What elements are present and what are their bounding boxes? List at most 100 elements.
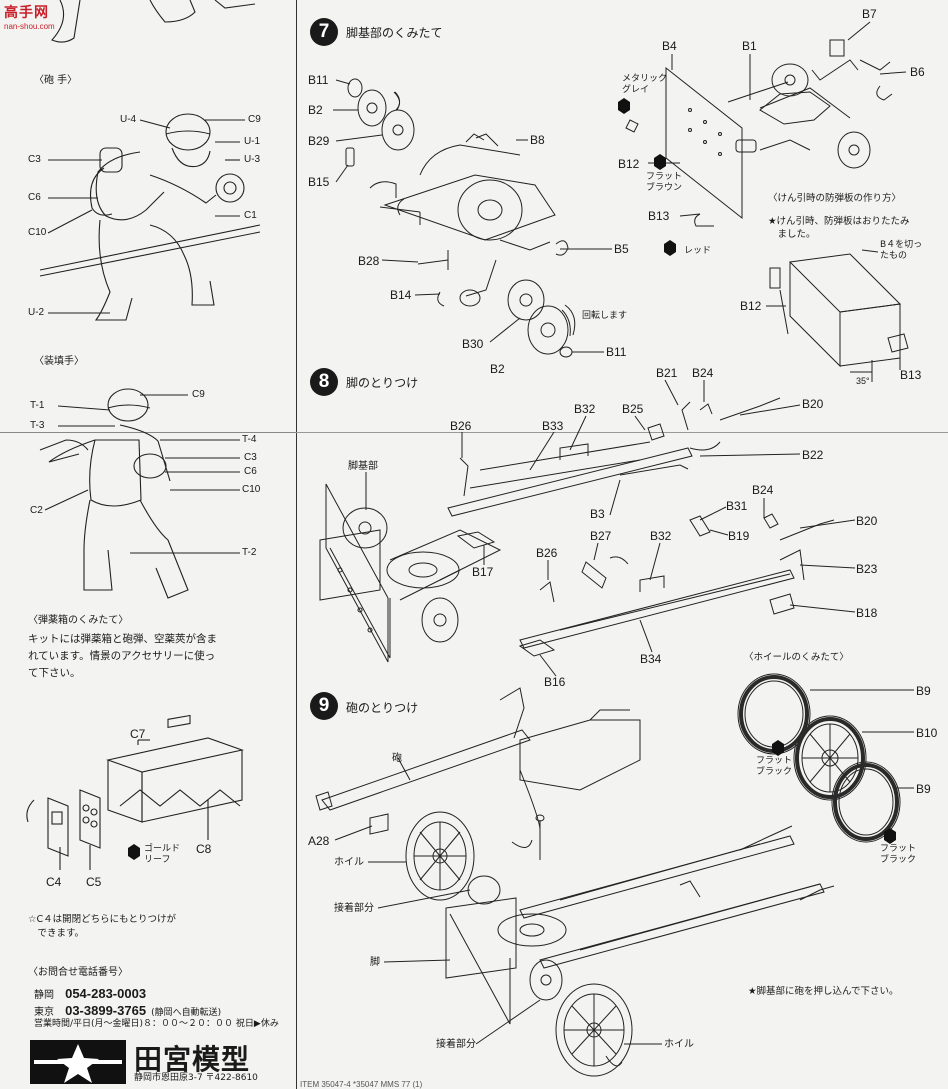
step9-label-joint: 接着部分: [334, 903, 374, 914]
step9-label-a28: A28: [308, 834, 330, 848]
gunner-label-c6: C6: [28, 192, 41, 203]
step8-label-b21: B21: [656, 366, 678, 380]
tamiya-logo-graphic: [30, 1040, 126, 1084]
loader-label-c6: C6: [244, 466, 257, 477]
step7-label-b12: B12: [618, 157, 640, 171]
step7-title: 脚基部のくみたて: [346, 26, 443, 40]
loader-label-t4: T-4: [242, 434, 257, 445]
step7-label-b4: B4: [662, 39, 677, 53]
loader-heading: 〈装填手〉: [34, 356, 84, 367]
step7-shield-b13: B13: [900, 368, 922, 382]
step7-label-b2b: B2: [490, 362, 505, 376]
step8-label-b26a: B26: [450, 419, 472, 433]
ammo-label-c8: C8: [196, 842, 212, 856]
gunner-label-u4: U-4: [120, 114, 137, 125]
company-address: 静岡市恩田原3-7 〒422-8610: [134, 1073, 258, 1083]
contact-heading: 〈お問合せ電話番号〉: [28, 967, 128, 978]
step9-number: 9: [310, 692, 338, 720]
ammo-text-1: キットには弾薬箱と砲弾、空薬莢が含ま: [28, 633, 217, 645]
step8-label-b3: B3: [590, 507, 605, 521]
gunner-label-c10: C10: [28, 227, 47, 238]
loader-label-c2: C2: [30, 505, 43, 516]
loader-label-c3: C3: [244, 452, 257, 463]
loader-label-c9: C9: [192, 389, 205, 400]
step8-label-b25: B25: [622, 402, 644, 416]
step7-paint-metal: メタリック グレイ: [622, 74, 667, 96]
step8-label-b32b: B32: [650, 529, 672, 543]
ammo-label-c5: C5: [86, 875, 102, 889]
step8-label-b19: B19: [728, 529, 750, 543]
step7-paint-red: レッド: [684, 246, 712, 256]
step9-paint-black-2: フラット ブラック: [880, 844, 916, 866]
step7-shield-b12: B12: [740, 299, 762, 313]
step7-label-b11b: B11: [606, 345, 627, 359]
contact-tokyo-note: (静岡へ自動転送): [151, 1008, 222, 1018]
gunner-heading: 〈砲 手〉: [34, 75, 78, 86]
step9-paint-black-2a: フラット: [880, 844, 917, 854]
step8-label-b20b: B20: [856, 514, 878, 528]
step8-label-b24b: B24: [752, 483, 774, 497]
ammo-text-3: て下さい。: [28, 667, 81, 679]
step8-label-b20a: B20: [802, 397, 824, 411]
step7-paint-metal-1: メタリック: [622, 74, 668, 84]
step8-title: 脚のとりつけ: [346, 376, 419, 390]
step7-rotate-note: 回転します: [582, 311, 628, 321]
step9-label-wheel2: ホイル: [664, 1039, 694, 1050]
step9-label-joint2: 接着部分: [436, 1039, 476, 1050]
step8-label-b18: B18: [856, 606, 878, 620]
step7-label-b11a: B11: [308, 73, 329, 87]
ammo-label-c7: C7: [130, 727, 146, 741]
step7-label-b15: B15: [308, 175, 330, 189]
step8-label-b22: B22: [802, 448, 824, 462]
step7-label-b14: B14: [390, 288, 412, 302]
ammo-note-2: できます。: [28, 928, 85, 939]
ammo-paint-label: ゴールド リーフ: [144, 844, 180, 866]
footer-item-code: ITEM 35047-4 *35047 MMS 77 (1): [300, 1080, 423, 1089]
gunner-label-u3: U-3: [244, 154, 261, 165]
step7-label-b8: B8: [530, 133, 545, 147]
step8-label-b27: B27: [590, 529, 612, 543]
step9-note: ★脚基部に砲を押し込んで下さい。: [748, 986, 899, 997]
step7-shield-cut-1: B４を切っ: [880, 240, 923, 250]
step7-paint-brown-2: ブラウン: [646, 182, 683, 193]
step8-label-b34: B34: [640, 652, 662, 666]
step7-shield-heading: 〈けん引時の防弾板の作り方〉: [768, 193, 902, 204]
step7-label-b28: B28: [358, 254, 380, 268]
contact-tokyo-number: 03-3899-3765: [65, 1003, 147, 1018]
step8-label-b24a: B24: [692, 366, 714, 380]
step8-label-b26b: B26: [536, 546, 558, 560]
step8-label-b32a: B32: [574, 402, 596, 416]
step9-paint-black-1b: ブラック: [756, 766, 793, 777]
step9-label-leg: 脚: [370, 957, 380, 968]
watermark-logo: 高手网 nan-shou.com: [4, 2, 55, 31]
step9-wheel-b10: B10: [916, 726, 938, 740]
step7-label-b7: B7: [862, 7, 877, 21]
watermark-title: 高手网: [4, 5, 49, 21]
step7-paint-brown-1: フラット: [646, 172, 683, 182]
step8-base-label: 脚基部: [348, 461, 378, 472]
step9-paint-black-2b: ブラック: [880, 854, 917, 865]
horizontal-divider-right: [296, 432, 948, 433]
step8-label-b17: B17: [472, 565, 494, 579]
step7-label-b1: B1: [742, 39, 757, 53]
horizontal-divider-left: [0, 432, 296, 433]
ammo-heading: 〈弾薬箱のくみたて〉: [28, 615, 129, 626]
step8-label-b23: B23: [856, 562, 878, 576]
step9-paint-black-1a: フラット: [756, 756, 793, 766]
step9-wheel-heading: 〈ホイールのくみたて〉: [744, 652, 849, 663]
contact-hours: 営業時間/平日(月～金曜日)８：００～２０：００ 祝日▶休み: [34, 1019, 279, 1029]
company-name: 田宮模型: [134, 1043, 251, 1076]
step7-label-b2a: B2: [308, 103, 323, 117]
step7-shield-cut-2: たもの: [880, 250, 908, 261]
step9-label-wheel: ホイル: [334, 857, 364, 868]
loader-label-t3: T-3: [30, 420, 45, 431]
watermark-url: nan-shou.com: [4, 22, 55, 31]
gunner-label-c1: C1: [244, 210, 257, 221]
contact-shizuoka-number: 054-283-0003: [65, 986, 147, 1001]
step8-number: 8: [310, 368, 338, 396]
step7-shield-cut: B４を切っ たもの: [880, 240, 922, 262]
step8-label-b16: B16: [544, 675, 566, 689]
vertical-divider: [296, 0, 297, 1089]
step7-label-b6: B6: [910, 65, 925, 79]
ammo-label-c4: C4: [46, 875, 62, 889]
